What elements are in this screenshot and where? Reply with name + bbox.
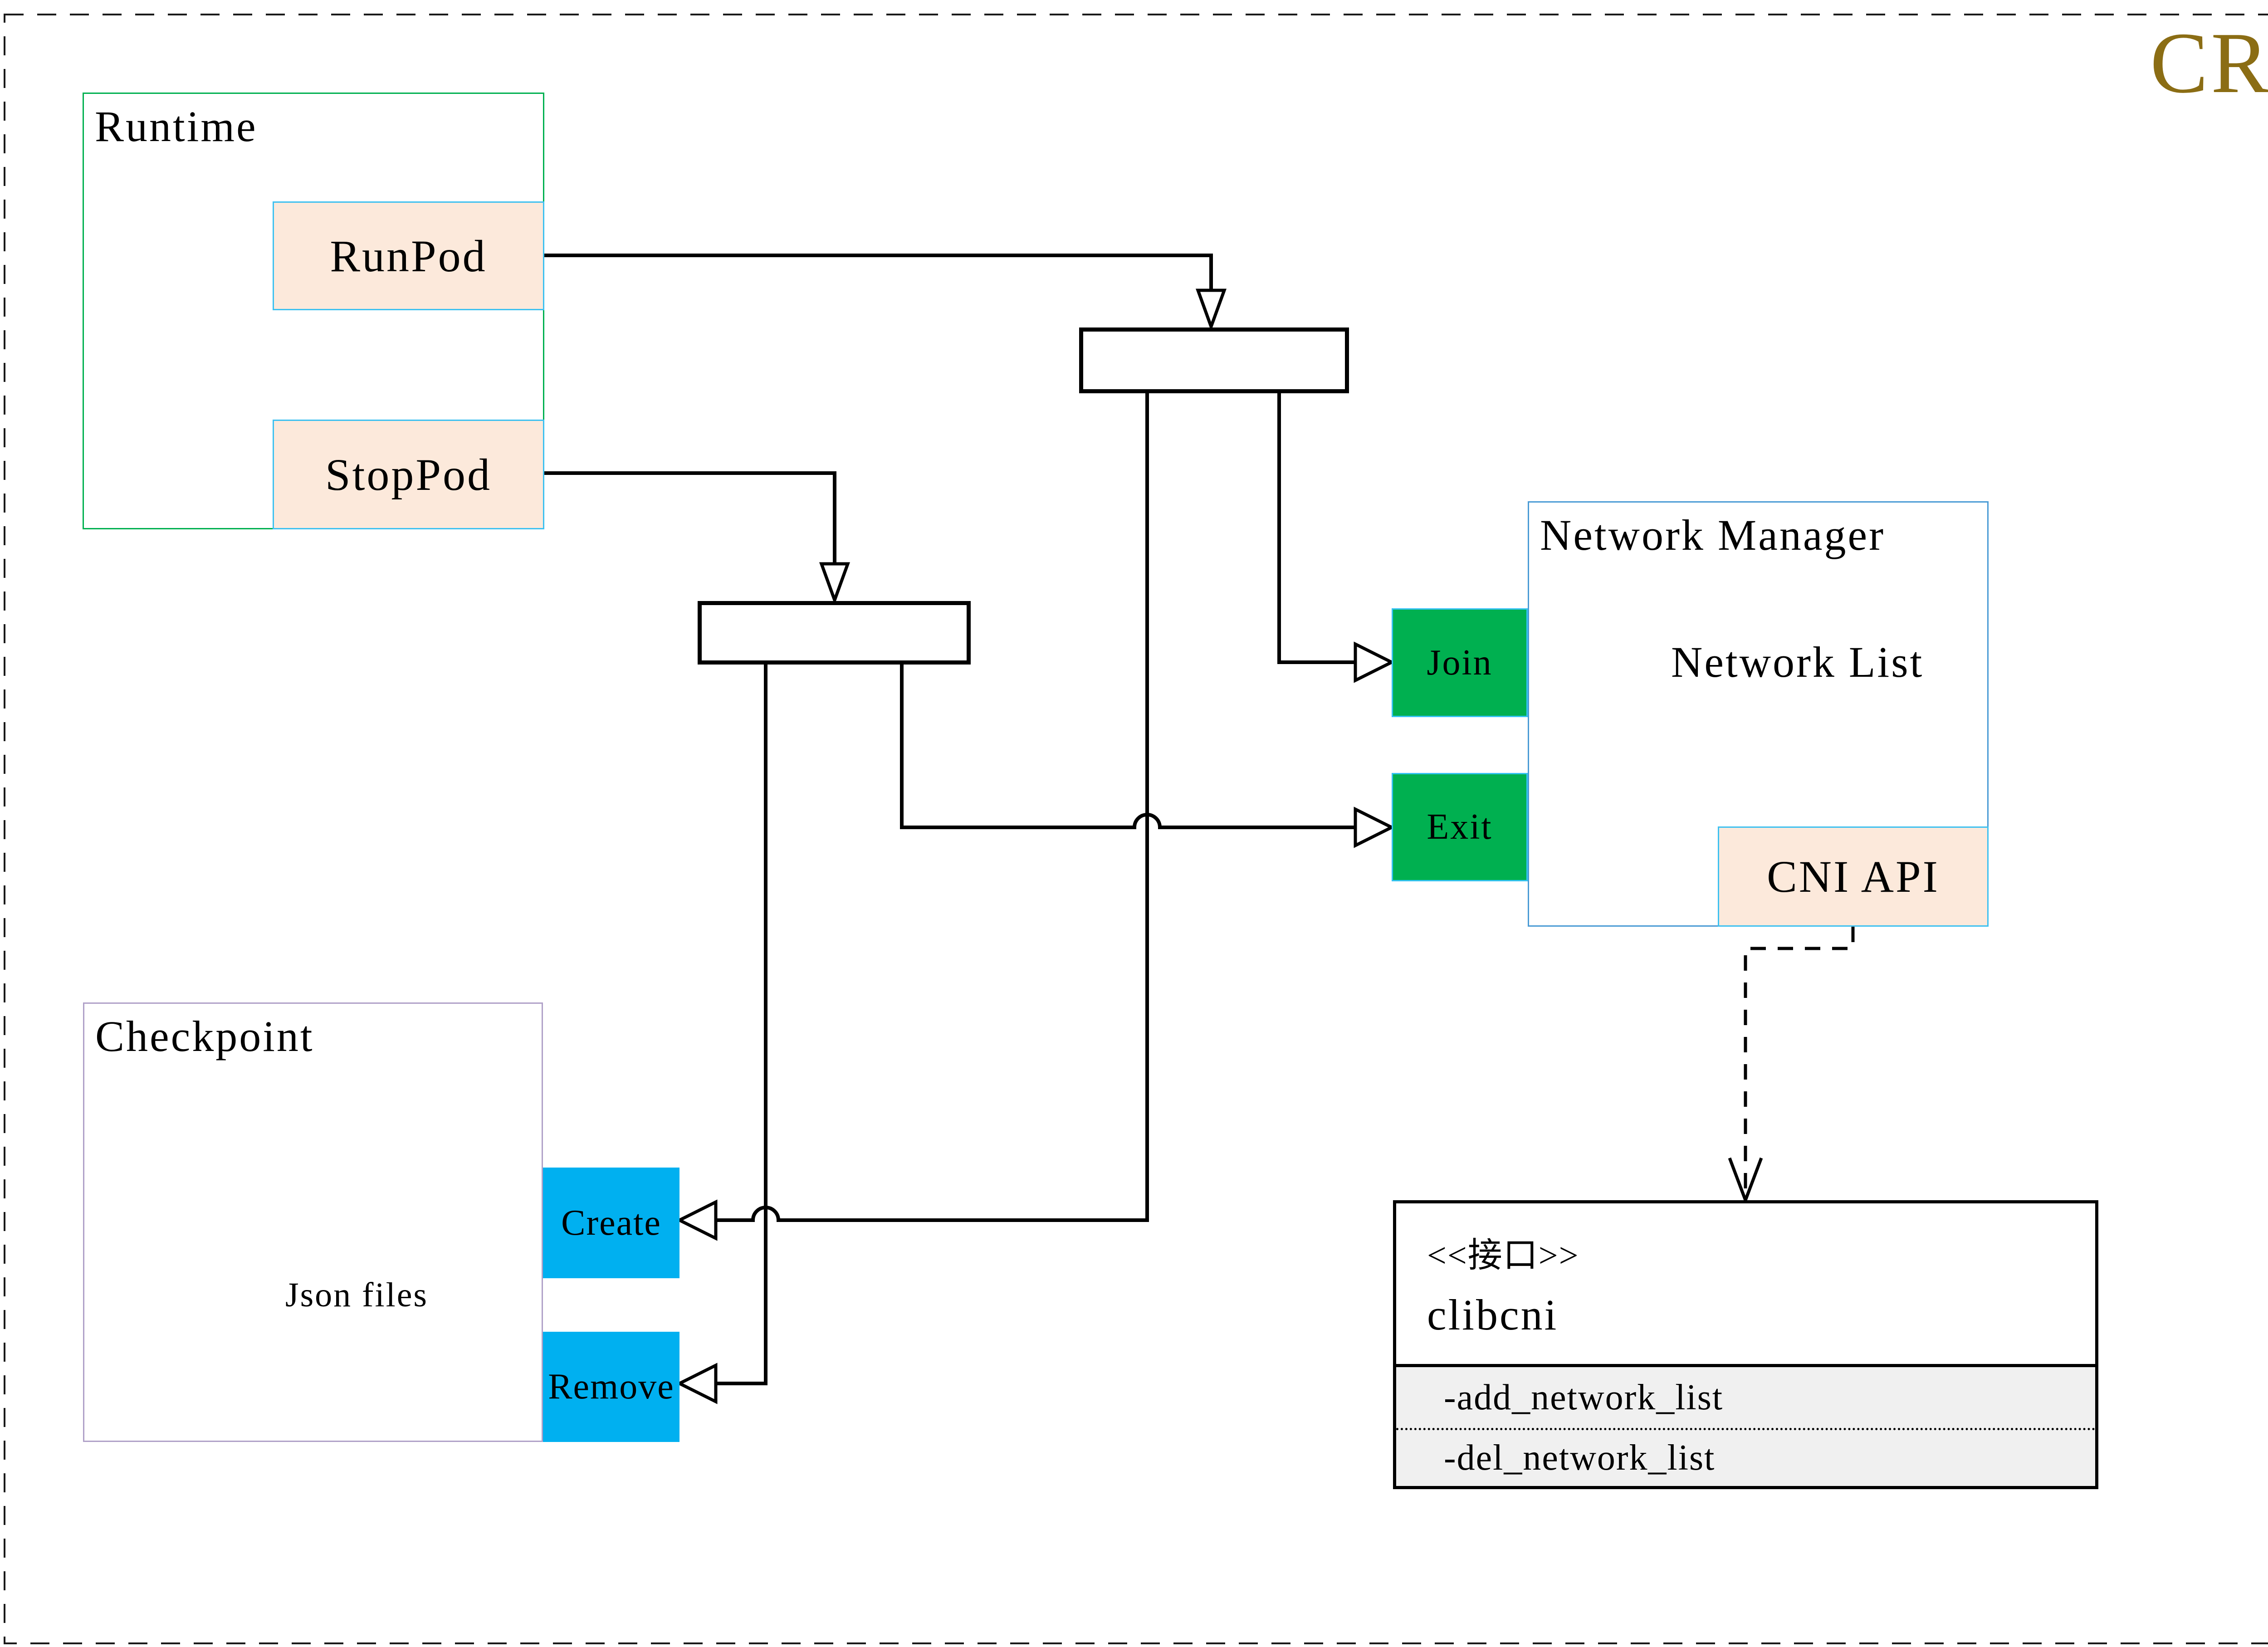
stoppod-to-relay2-connector xyxy=(544,471,836,564)
relay1-to-create-connector xyxy=(716,393,1149,1222)
checkpoint-container: Checkpoint xyxy=(83,1002,543,1442)
clibcni-stereotype: <<接口>> xyxy=(1427,1236,1579,1275)
runtime-label: Runtime xyxy=(95,102,258,151)
arrowhead-left-remove-icon xyxy=(676,1363,718,1404)
clibcni-methods-section: -add_network_list -del_network_list xyxy=(1396,1367,2095,1486)
stoppod-node: StopPod xyxy=(273,420,544,529)
runpod-node: RunPod xyxy=(273,201,544,310)
json-files-label: Json files xyxy=(285,1276,428,1314)
exit-node: Exit xyxy=(1392,773,1528,881)
cni-api-node: CNI API xyxy=(1718,826,1989,927)
relay-box-runpod xyxy=(1079,327,1349,393)
relay2-to-exit-connector xyxy=(900,665,1355,829)
remove-node: Remove xyxy=(543,1332,679,1442)
arrowhead-right-join-icon xyxy=(1354,641,1395,683)
relay2-to-remove-connector xyxy=(716,665,767,1385)
relay-box-stoppod xyxy=(698,601,971,665)
arrowhead-right-exit-icon xyxy=(1354,806,1395,848)
network-list-label: Network List xyxy=(1671,638,1924,686)
network-manager-label: Network Manager xyxy=(1540,511,1886,559)
clibcni-method-add: -add_network_list xyxy=(1396,1367,2095,1430)
checkpoint-label: Checkpoint xyxy=(95,1012,314,1061)
arrowhead-down-relay1-icon xyxy=(1196,288,1227,332)
arrowhead-down-relay2-icon xyxy=(819,562,850,605)
outer-dashed-border xyxy=(4,14,2268,1644)
clibcni-name: clibcni xyxy=(1427,1290,1559,1339)
create-node: Create xyxy=(543,1168,679,1278)
clibcni-interface-box: <<接口>> clibcni -add_network_list -del_ne… xyxy=(1393,1200,2098,1489)
clibcni-header: <<接口>> clibcni xyxy=(1396,1203,2095,1367)
runpod-to-relay1-connector xyxy=(544,254,1213,290)
join-node: Join xyxy=(1392,608,1528,717)
cniapi-to-clibcni-dashed-connector xyxy=(1744,927,1855,1197)
clibcni-method-del: -del_network_list xyxy=(1444,1438,1716,1478)
diagram-title: CRI xyxy=(2150,15,2268,111)
relay1-to-join-connector xyxy=(1277,393,1355,664)
arrowhead-left-create-icon xyxy=(676,1199,718,1241)
